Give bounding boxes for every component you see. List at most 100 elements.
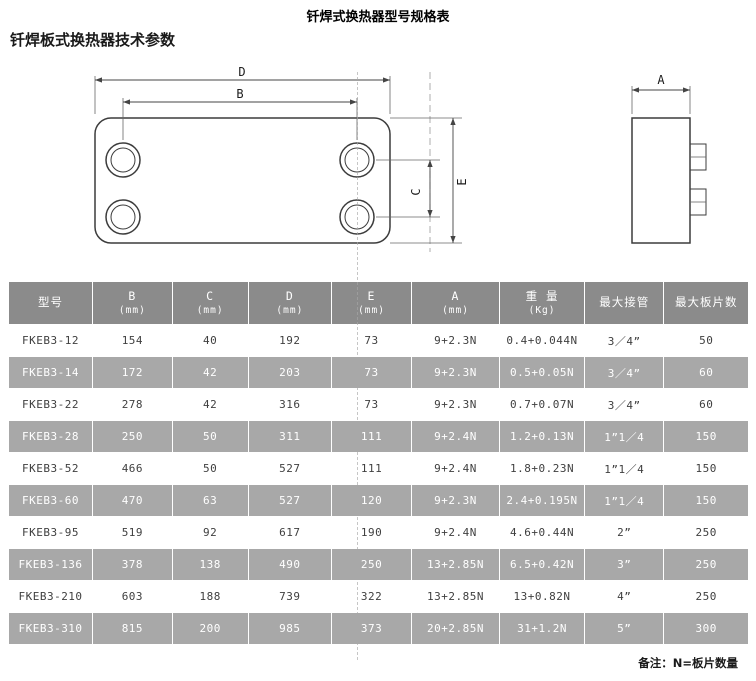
dim-label-e: E — [455, 178, 469, 185]
value-cell: 250 — [332, 549, 411, 580]
value-cell: 4” — [584, 581, 664, 612]
value-cell: 490 — [248, 549, 332, 580]
value-cell: 42 — [172, 389, 248, 420]
value-cell: 250 — [93, 421, 172, 452]
value-cell: 120 — [332, 485, 411, 516]
column-header: C(mm) — [172, 282, 248, 324]
model-cell: FKEB3-14 — [9, 357, 93, 388]
value-cell: 9+2.3N — [411, 325, 500, 356]
value-cell: 527 — [248, 453, 332, 484]
plate-side-view — [631, 117, 707, 244]
value-cell: 9+2.3N — [411, 485, 500, 516]
dimension-b: B — [122, 87, 358, 140]
value-cell: 250 — [664, 581, 748, 612]
technical-drawing: D B C E — [0, 52, 756, 280]
value-cell: 31+1.2N — [500, 613, 584, 644]
value-cell: 40 — [172, 325, 248, 356]
value-cell: 63 — [172, 485, 248, 516]
value-cell: 60 — [664, 357, 748, 388]
value-cell: 150 — [664, 421, 748, 452]
value-cell: 1”1／4 — [584, 421, 664, 452]
column-header: 型号 — [9, 282, 93, 324]
value-cell: 466 — [93, 453, 172, 484]
value-cell: 50 — [172, 453, 248, 484]
model-cell: FKEB3-210 — [9, 581, 93, 612]
model-cell: FKEB3-52 — [9, 453, 93, 484]
value-cell: 470 — [93, 485, 172, 516]
value-cell: 92 — [172, 517, 248, 548]
value-cell: 73 — [332, 325, 411, 356]
value-cell: 13+2.85N — [411, 581, 500, 612]
dim-label-a: A — [657, 73, 665, 87]
value-cell: 6.5+0.42N — [500, 549, 584, 580]
value-cell: 3／4” — [584, 357, 664, 388]
column-header: D(mm) — [248, 282, 332, 324]
model-cell: FKEB3-22 — [9, 389, 93, 420]
value-cell: 188 — [172, 581, 248, 612]
section-subtitle: 钎焊板式换热器技术参数 — [10, 31, 176, 49]
dimension-c: C — [376, 159, 440, 218]
value-cell: 42 — [172, 357, 248, 388]
heat-exchanger-drawing: D B C E — [94, 65, 707, 252]
model-cell: FKEB3-60 — [9, 485, 93, 516]
value-cell: 190 — [332, 517, 411, 548]
column-header: 重 量(Kg) — [500, 282, 584, 324]
dim-label-d: D — [238, 65, 245, 79]
value-cell: 50 — [172, 421, 248, 452]
model-cell: FKEB3-95 — [9, 517, 93, 548]
column-header: 最大接管 — [584, 282, 664, 324]
value-cell: 4.6+0.44N — [500, 517, 584, 548]
value-cell: 1”1／4 — [584, 453, 664, 484]
value-cell: 9+2.4N — [411, 421, 500, 452]
value-cell: 311 — [248, 421, 332, 452]
dimension-e: E — [390, 117, 469, 244]
value-cell: 13+2.85N — [411, 549, 500, 580]
value-cell: 2” — [584, 517, 664, 548]
column-header: A(mm) — [411, 282, 500, 324]
value-cell: 373 — [332, 613, 411, 644]
value-cell: 1”1／4 — [584, 485, 664, 516]
value-cell: 203 — [248, 357, 332, 388]
dimension-a: A — [631, 73, 691, 114]
model-cell: FKEB3-310 — [9, 613, 93, 644]
value-cell: 20+2.85N — [411, 613, 500, 644]
value-cell: 1.2+0.13N — [500, 421, 584, 452]
value-cell: 300 — [664, 613, 748, 644]
plate-front-view — [94, 117, 391, 244]
value-cell: 378 — [93, 549, 172, 580]
value-cell: 154 — [93, 325, 172, 356]
value-cell: 1.8+0.23N — [500, 453, 584, 484]
value-cell: 0.7+0.07N — [500, 389, 584, 420]
value-cell: 0.5+0.05N — [500, 357, 584, 388]
value-cell: 3／4” — [584, 389, 664, 420]
value-cell: 815 — [93, 613, 172, 644]
model-cell: FKEB3-12 — [9, 325, 93, 356]
value-cell: 50 — [664, 325, 748, 356]
value-cell: 9+2.4N — [411, 517, 500, 548]
value-cell: 0.4+0.044N — [500, 325, 584, 356]
value-cell: 138 — [172, 549, 248, 580]
value-cell: 250 — [664, 549, 748, 580]
page-title: 钎焊式换热器型号规格表 — [306, 10, 450, 25]
value-cell: 3” — [584, 549, 664, 580]
value-cell: 519 — [93, 517, 172, 548]
value-cell: 9+2.4N — [411, 453, 500, 484]
value-cell: 150 — [664, 453, 748, 484]
value-cell: 617 — [248, 517, 332, 548]
column-header: 最大板片数 — [664, 282, 748, 324]
value-cell: 739 — [248, 581, 332, 612]
value-cell: 603 — [93, 581, 172, 612]
column-header: B(mm) — [93, 282, 172, 324]
value-cell: 172 — [93, 357, 172, 388]
model-cell: FKEB3-28 — [9, 421, 93, 452]
dim-label-c: C — [409, 188, 423, 195]
